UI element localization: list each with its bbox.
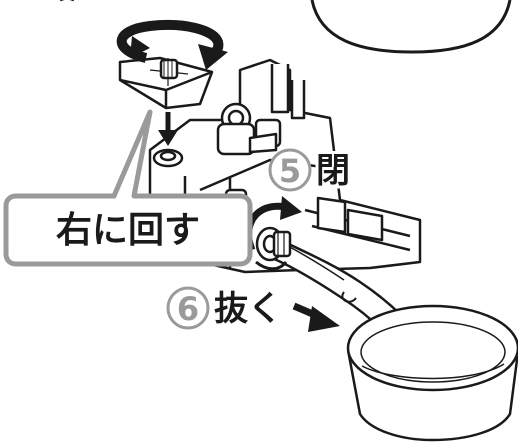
knob-cap	[118, 56, 214, 110]
step6-number: 6	[177, 290, 199, 328]
step6-number-badge	[166, 286, 210, 330]
step6-label: 抜く	[214, 289, 282, 329]
step5-label: 閉	[316, 151, 350, 191]
step5-number: 5	[279, 152, 301, 190]
rotate-arrow-icon	[116, 20, 228, 70]
step5-number-badge	[268, 148, 312, 192]
pull-arrow-icon	[292, 302, 340, 332]
water-bowl	[346, 304, 518, 442]
callout-bubble: 右に回す	[3, 109, 253, 267]
step6-marker: 6 抜く	[166, 286, 285, 332]
callout-text: 右に回す	[56, 210, 200, 251]
down-arrow-icon	[158, 112, 178, 146]
top-bowl	[310, 0, 512, 54]
step5-marker: 5 閉	[268, 148, 353, 194]
